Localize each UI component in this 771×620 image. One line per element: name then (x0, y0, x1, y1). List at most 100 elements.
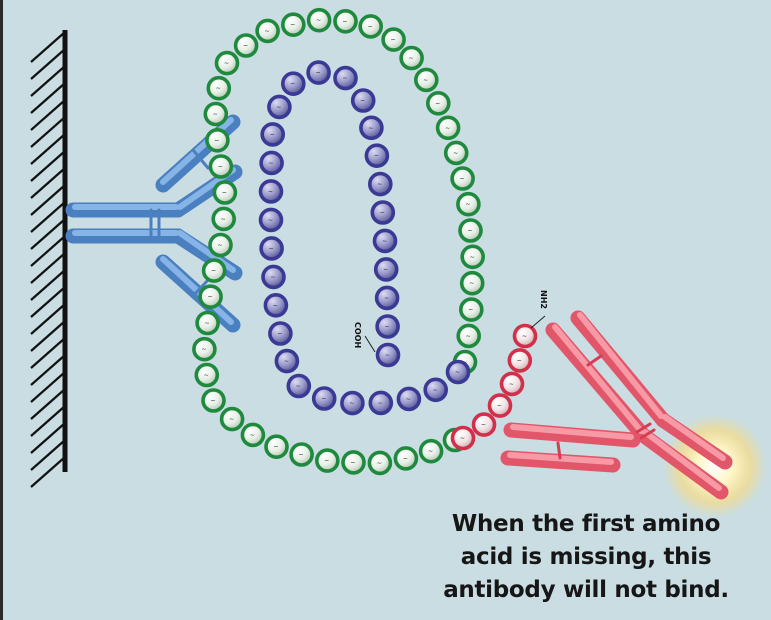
amino-acid-glyph: ~ (466, 333, 471, 340)
amino-acid-glyph: ~ (374, 153, 379, 160)
amino-acid-glyph: ~ (218, 242, 223, 249)
amino-acid-glyph: ~ (469, 280, 474, 287)
amino-acid-glyph: ~ (517, 357, 522, 364)
amino-acid-glyph: ~ (343, 18, 348, 25)
cooh-terminal: COOH (353, 322, 375, 352)
wall-hatch-line (31, 287, 65, 317)
nh2-label: NH2 (539, 290, 548, 309)
caption-line-2: acid is missing, this (421, 541, 751, 574)
wall-hatch-line (31, 440, 65, 470)
caption: When the first amino acid is missing, th… (421, 508, 751, 607)
wall-hatch-line (31, 100, 65, 130)
amino-acid-glyph: ~ (243, 43, 248, 50)
amino-acid-glyph: ~ (368, 125, 373, 132)
amino-acid-glyph: ~ (324, 458, 329, 465)
amino-acid-glyph: ~ (409, 55, 414, 62)
amino-acid-glyph: ~ (271, 274, 276, 281)
amino-acid-glyph: ~ (455, 369, 460, 376)
wall-hatch-line (31, 168, 65, 198)
amino-acid-glyph: ~ (380, 210, 385, 217)
amino-acid-glyph: ~ (268, 188, 273, 195)
amino-acid-glyph: ~ (377, 181, 382, 188)
wall-hatch-line (31, 83, 65, 113)
amino-acid-glyph: ~ (509, 381, 514, 388)
amino-acid-glyph: ~ (216, 85, 221, 92)
wall-hatch-line (31, 270, 65, 300)
wall-hatch-line (31, 338, 65, 368)
wall-hatch-line (31, 117, 65, 147)
wall-hatch-line (31, 253, 65, 283)
amino-acid-glyph: ~ (284, 358, 289, 365)
wall-hatch-line (31, 236, 65, 266)
wall-hatch-line (31, 355, 65, 385)
amino-acid-glyph: ~ (265, 28, 270, 35)
amino-acid-glyph: ~ (428, 448, 433, 455)
wall-hatch-line (31, 423, 65, 453)
amino-acid-glyph: ~ (383, 266, 388, 273)
amino-acid-glyph: ~ (250, 432, 255, 439)
wall-hatch-line (31, 406, 65, 436)
amino-acid-glyph: ~ (423, 77, 428, 84)
wall-hatch-line (31, 66, 65, 96)
wall-hatch-line (31, 389, 65, 419)
amino-acid-glyph: ~ (213, 111, 218, 118)
amino-acid-glyph: ~ (204, 372, 209, 379)
wall-hatch-line (31, 219, 65, 249)
unbound-antibody (508, 315, 725, 492)
nh2-terminal: NH2 (531, 290, 548, 328)
amino-acid-glyph: ~ (211, 268, 216, 275)
amino-acid-glyph: ~ (384, 295, 389, 302)
amino-acid-glyph: ~ (316, 70, 321, 77)
amino-acid-glyph: ~ (522, 333, 527, 340)
amino-acid-glyph: ~ (277, 331, 282, 338)
wall-hatch-line (31, 32, 65, 62)
amino-acid-glyph: ~ (296, 383, 301, 390)
amino-acid-glyph: ~ (445, 125, 450, 132)
amino-acid-glyph: ~ (229, 416, 234, 423)
amino-acid-glyph: ~ (470, 254, 475, 261)
amino-acid-glyph: ~ (406, 396, 411, 403)
wall-hatch-line (31, 151, 65, 181)
amino-acid-glyph: ~ (343, 75, 348, 82)
amino-acid-glyph: ~ (460, 435, 465, 442)
cooh-label: COOH (353, 322, 362, 348)
amino-acid-glyph: ~ (321, 396, 326, 403)
amino-acid-glyph: ~ (351, 459, 356, 466)
amino-acid-glyph: ~ (290, 81, 295, 88)
amino-acid-glyph: ~ (205, 320, 210, 327)
wall-hatch-line (31, 372, 65, 402)
amino-acid-glyph: ~ (201, 346, 206, 353)
amino-acid-glyph: ~ (268, 217, 273, 224)
wall-hatch-line (31, 202, 65, 232)
caption-line-3: antibody will not bind. (421, 574, 751, 607)
surface-wall (31, 30, 65, 487)
amino-acid-glyph: ~ (497, 403, 502, 410)
wall-hatch-line (31, 134, 65, 164)
amino-acid-glyph: ~ (299, 452, 304, 459)
amino-acid-glyph: ~ (221, 216, 226, 223)
amino-acid-glyph: ~ (453, 150, 458, 157)
wall-hatch-line (31, 304, 65, 334)
amino-acid-glyph: ~ (460, 176, 465, 183)
amino-acid-glyph: ~ (349, 400, 354, 407)
amino-acid-glyph: ~ (435, 100, 440, 107)
amino-acid-glyph: ~ (465, 201, 470, 208)
amino-acid-glyph: ~ (276, 104, 281, 111)
amino-acid-glyph: ~ (273, 302, 278, 309)
amino-acid-glyph: ~ (382, 238, 387, 245)
amino-acid-glyph: ~ (269, 160, 274, 167)
amino-acid-glyph: ~ (481, 422, 486, 429)
wall-hatch-line (31, 185, 65, 215)
amino-acid-glyph: ~ (224, 60, 229, 67)
amino-acid-glyph: ~ (222, 190, 227, 197)
amino-acid-glyph: ~ (468, 307, 473, 314)
amino-acid-glyph: ~ (269, 245, 274, 252)
amino-acid-glyph: ~ (211, 398, 216, 405)
amino-acid-glyph: ~ (403, 455, 408, 462)
amino-acid-glyph: ~ (433, 387, 438, 394)
amino-acid-glyph: ~ (377, 460, 382, 467)
amino-acid-glyph: ~ (391, 37, 396, 44)
amino-acid-glyph: ~ (218, 164, 223, 171)
amino-acid-glyph: ~ (468, 228, 473, 235)
